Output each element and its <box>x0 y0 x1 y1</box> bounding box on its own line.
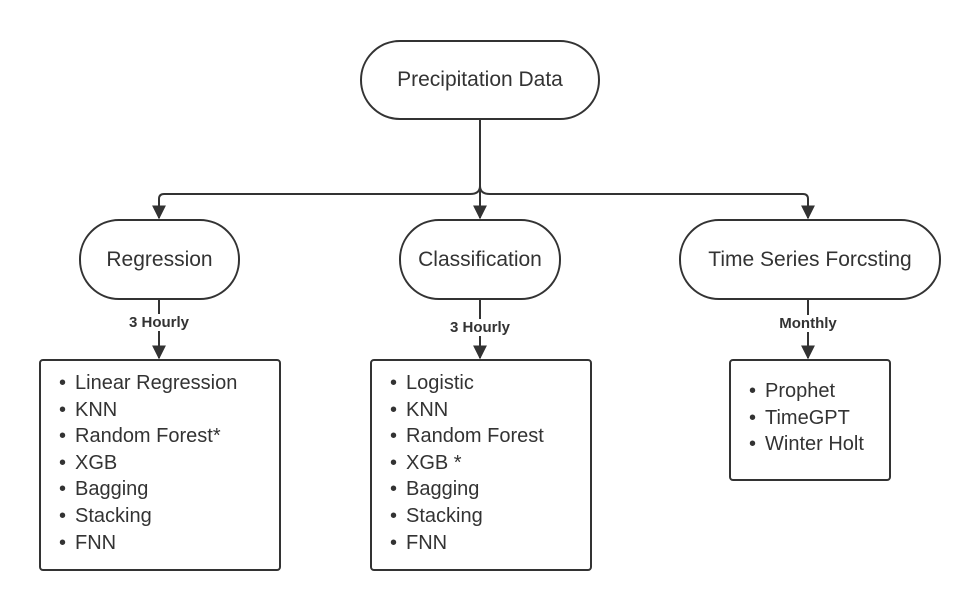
list-item: •Linear Regression <box>59 372 238 394</box>
list-item: •Random Forest <box>390 425 544 448</box>
root-node: Precipitation Data <box>360 40 600 120</box>
classification-methods-box: •Logistic •KNN •Random Forest •XGB * •Ba… <box>370 359 592 571</box>
list-item: •XGB * <box>390 451 462 474</box>
list-item: •Logistic <box>390 372 474 394</box>
list-item: •KNN <box>390 398 449 421</box>
list-item: •FNN <box>390 531 448 554</box>
time-series-methods-box: •Prophet •TimeGPT •Winter Holt <box>729 359 891 481</box>
regression-methods-box: •Linear Regression •KNN •Random Forest* … <box>39 359 281 571</box>
list-item: •Bagging <box>390 478 480 501</box>
list-item: •TimeGPT <box>749 406 850 429</box>
regression-label: Regression <box>106 247 213 271</box>
list-item: •Prophet <box>749 380 836 402</box>
root-label: Precipitation Data <box>397 68 563 91</box>
list-item: •Stacking <box>390 504 483 527</box>
classification-label: Classification <box>418 247 542 271</box>
list-item: •Winter Holt <box>749 433 864 456</box>
branch-bus <box>158 185 809 206</box>
list-item: •Random Forest* <box>59 425 221 448</box>
classification-frequency-label: 3 Hourly <box>446 319 514 336</box>
list-item: •KNN <box>59 398 118 421</box>
time-series-label: Time Series Forcsting <box>708 247 912 271</box>
list-item: •FNN <box>59 531 117 554</box>
time-series-node: Time Series Forcsting <box>679 219 941 300</box>
regression-node: Regression <box>79 219 240 300</box>
regression-methods-list: •Linear Regression •KNN •Random Forest* … <box>59 370 279 556</box>
time-series-frequency-label: Monthly <box>776 315 840 332</box>
list-item: •Bagging <box>59 478 149 501</box>
classification-methods-list: •Logistic •KNN •Random Forest •XGB * •Ba… <box>390 370 590 556</box>
list-item: •Stacking <box>59 504 152 527</box>
regression-frequency-label: 3 Hourly <box>125 314 193 331</box>
list-item: •XGB <box>59 451 118 474</box>
classification-node: Classification <box>399 219 561 300</box>
time-series-methods-list: •Prophet •TimeGPT •Winter Holt <box>749 378 889 458</box>
